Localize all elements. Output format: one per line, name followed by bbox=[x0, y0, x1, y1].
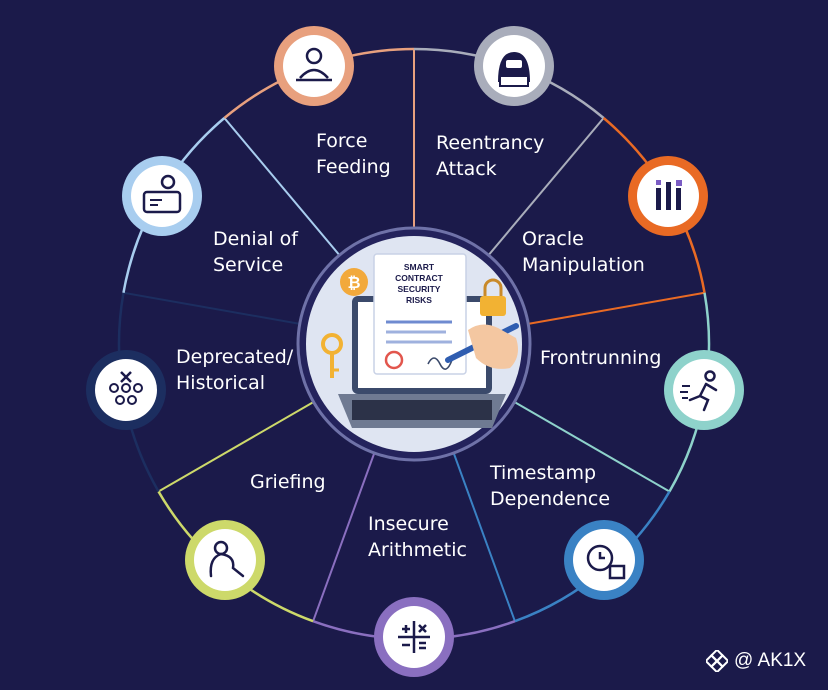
grieving-person-icon bbox=[209, 540, 245, 578]
support-agent-icon bbox=[142, 174, 182, 214]
spoke-9 bbox=[223, 117, 341, 256]
risk-label-3: Oracle Manipulation bbox=[522, 228, 645, 276]
watermark: @ AK1X bbox=[706, 649, 806, 673]
key-icon bbox=[321, 333, 343, 378]
center-title: SMART CONTRACT SECURITY RISKS bbox=[395, 262, 443, 305]
crowd-badge bbox=[86, 350, 166, 430]
watermark-text: @ AK1X bbox=[734, 650, 807, 671]
risk-label-1: Force Feeding bbox=[316, 130, 391, 178]
spoke-7 bbox=[158, 401, 315, 493]
clock-stamp-icon bbox=[586, 544, 626, 580]
spoke-6 bbox=[312, 452, 376, 622]
risk-label-2: Reentrancy Attack bbox=[436, 132, 545, 180]
risk-label-7: Griefing bbox=[250, 471, 326, 493]
calculator-badge bbox=[374, 597, 454, 677]
risk-label-8: Deprecated/ Historical bbox=[176, 346, 294, 394]
spoke-3 bbox=[528, 291, 705, 325]
oracle-logo-badge bbox=[628, 156, 708, 236]
risk-label-6: Insecure Arithmetic bbox=[368, 513, 467, 561]
person-at-desk-badge bbox=[274, 26, 354, 106]
oracle-logo-icon bbox=[656, 180, 682, 210]
risk-icons bbox=[86, 26, 744, 677]
running-person-badge bbox=[664, 350, 744, 430]
risk-label-9: Denial of Service bbox=[213, 228, 298, 276]
spoke-8 bbox=[123, 291, 300, 325]
hacker-icon bbox=[498, 52, 530, 87]
clock-stamp-badge bbox=[564, 520, 644, 600]
binance-logo-icon bbox=[706, 650, 728, 672]
running-person-icon bbox=[680, 370, 718, 412]
hacker-badge bbox=[474, 26, 554, 106]
spokes bbox=[123, 49, 705, 622]
spoke-2 bbox=[487, 117, 605, 256]
pen-hand-icon bbox=[445, 323, 519, 369]
document-illustration bbox=[373, 253, 467, 375]
risk-label-5: Timestamp Dependence bbox=[490, 462, 611, 510]
risk-label-4: Frontrunning bbox=[540, 347, 662, 369]
bitcoin-coin-icon: ₿ bbox=[340, 268, 368, 296]
padlock-icon bbox=[480, 278, 506, 316]
grieving-person-badge bbox=[185, 520, 265, 600]
calculator-icon bbox=[398, 621, 430, 653]
spoke-4 bbox=[513, 401, 670, 493]
person-at-desk-icon bbox=[296, 47, 332, 82]
crowd-icon bbox=[109, 371, 143, 405]
support-agent-badge bbox=[122, 156, 202, 236]
center-hub: ₿ bbox=[296, 226, 532, 462]
svg-text:₿: ₿ bbox=[347, 274, 360, 292]
spoke-5 bbox=[452, 452, 516, 622]
